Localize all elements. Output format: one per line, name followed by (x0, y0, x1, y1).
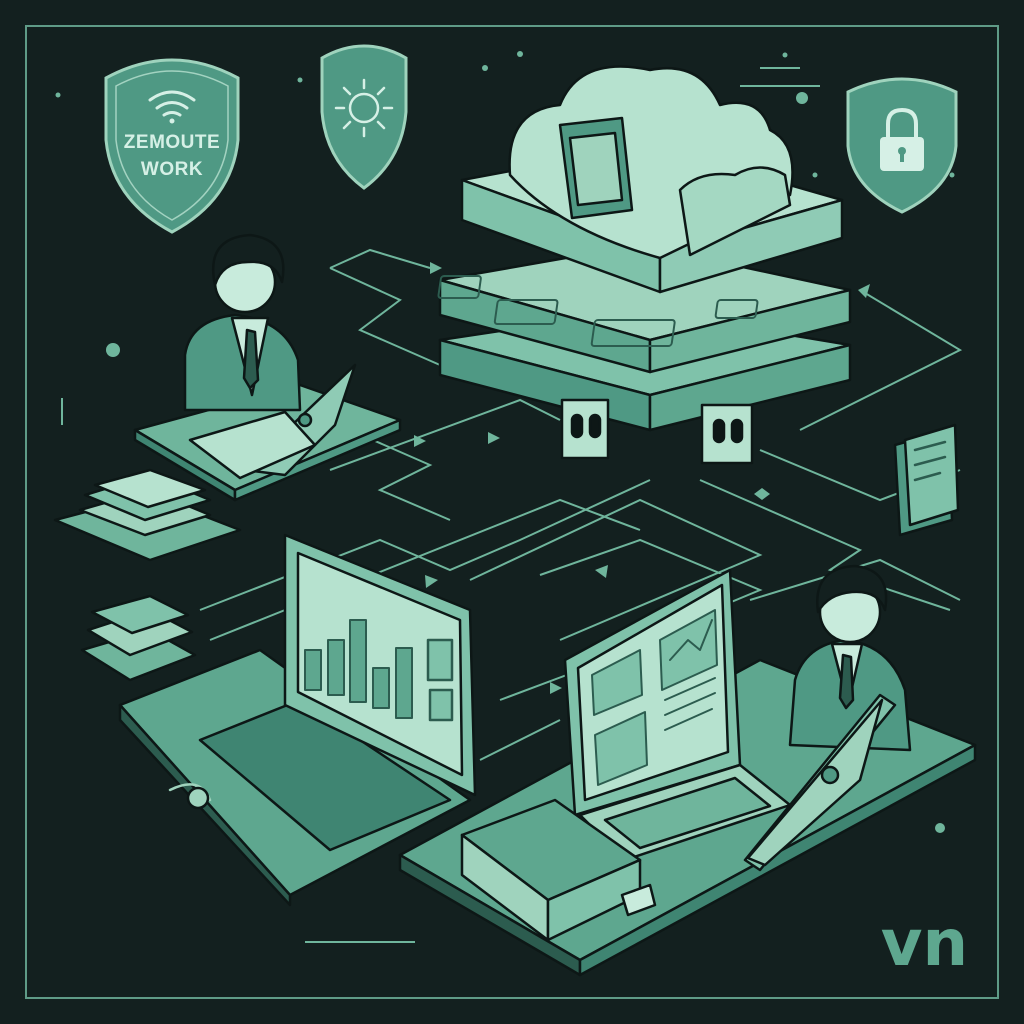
badge-title-line-2: WORK (141, 159, 203, 180)
bar-chart-graphic (304, 619, 413, 719)
sun-icon (334, 78, 394, 138)
worker-bottom-right (788, 564, 912, 752)
shield-badge-sun (320, 44, 408, 190)
laptop-bar-chart (118, 533, 477, 907)
shield-badge-remote-work: ZEMOUTE WORK (104, 58, 240, 234)
badge-title-line-1: ZEMOUTE (124, 132, 220, 153)
book-stack-left (53, 468, 242, 562)
book-stack-small (80, 594, 197, 682)
laptop-dashboard (563, 568, 897, 872)
brand-logo-text: vn (881, 907, 968, 981)
worker-top-left (133, 233, 402, 502)
network-markers (55, 51, 955, 833)
lock-icon (880, 107, 924, 171)
cloud-server-stack (437, 65, 852, 465)
server-port-right (700, 403, 754, 465)
document-stack (893, 423, 960, 537)
wifi-icon (148, 90, 196, 124)
processor-chip (558, 116, 634, 220)
outer-frame (25, 25, 999, 999)
dashboard-panels (591, 609, 718, 786)
notebook-bottom (460, 798, 657, 942)
shield-badge-lock (846, 77, 958, 214)
